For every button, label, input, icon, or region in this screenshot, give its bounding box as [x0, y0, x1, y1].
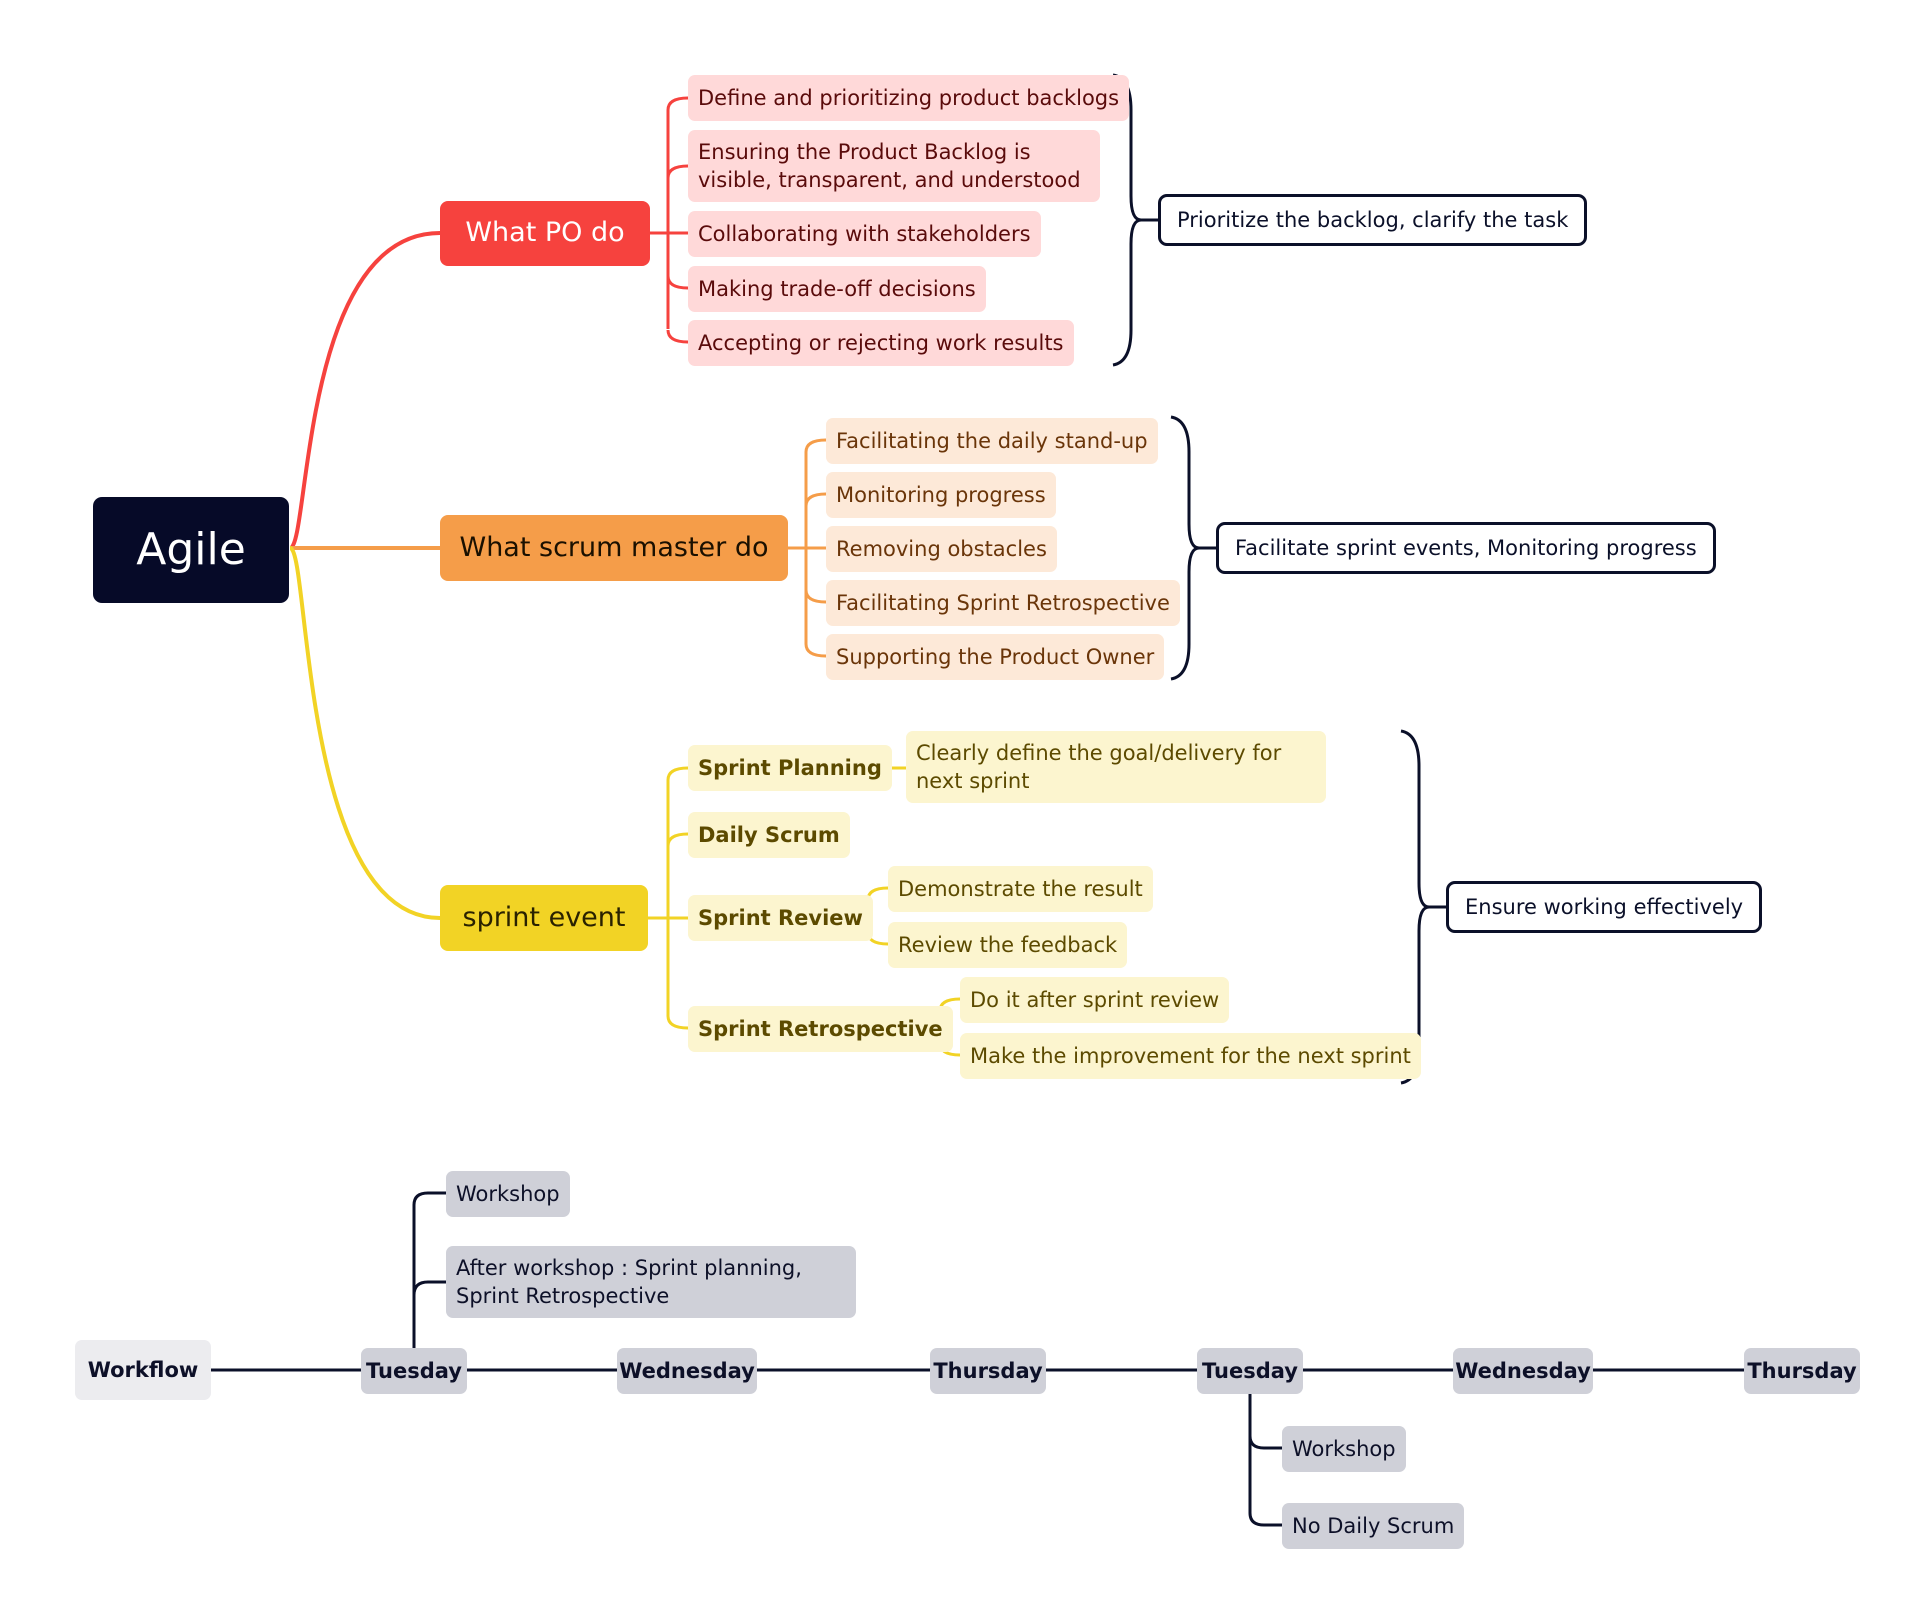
workflow-note-after-workshop-label: After workshop : Sprint planning, Sprint… — [456, 1255, 802, 1308]
workflow-note-workshop-1-label: Workshop — [456, 1181, 560, 1206]
workflow-note-workshop-2-label: Workshop — [1292, 1436, 1396, 1461]
workflow-day-1[interactable]: Tuesday — [361, 1348, 467, 1394]
po-summary[interactable]: Prioritize the backlog, clarify the task — [1158, 194, 1588, 246]
po-item-1[interactable]: Define and prioritizing product backlogs — [688, 75, 1130, 121]
workflow-day-5-label: Wednesday — [1455, 1358, 1591, 1383]
sm-item-3[interactable]: Removing obstacles — [826, 526, 1057, 572]
sm-item-1[interactable]: Facilitating the daily stand-up — [826, 418, 1158, 464]
event-sprint-review[interactable]: Sprint Review — [688, 895, 873, 941]
event-sprint-retro-detail-2-label: Make the improvement for the next sprint — [970, 1043, 1411, 1068]
sm-summary-label: Facilitate sprint events, Monitoring pro… — [1235, 535, 1697, 560]
sm-item-4[interactable]: Facilitating Sprint Retrospective — [826, 580, 1180, 626]
event-sprint-planning[interactable]: Sprint Planning — [688, 745, 892, 791]
workflow-day-3-label: Thursday — [933, 1358, 1043, 1383]
workflow-root-label: Workflow — [87, 1357, 199, 1382]
event-sprint-review-detail-1[interactable]: Demonstrate the result — [888, 866, 1153, 912]
workflow-day-4-label: Tuesday — [1202, 1358, 1298, 1383]
workflow-note-no-daily-scrum[interactable]: No Daily Scrum — [1282, 1503, 1465, 1549]
po-item-4-label: Making trade-off decisions — [698, 276, 976, 301]
topic-sm[interactable]: What scrum master do — [440, 515, 788, 581]
sm-item-2[interactable]: Monitoring progress — [826, 472, 1056, 518]
event-sprint-planning-detail-label: Clearly define the goal/delivery for nex… — [916, 740, 1282, 793]
workflow-day-3[interactable]: Thursday — [930, 1348, 1046, 1394]
workflow-root[interactable]: Workflow — [75, 1340, 211, 1400]
event-sprint-review-label: Sprint Review — [698, 905, 863, 930]
event-daily-scrum[interactable]: Daily Scrum — [688, 812, 850, 858]
event-sprint-planning-label: Sprint Planning — [698, 755, 882, 780]
se-summary[interactable]: Ensure working effectively — [1446, 881, 1763, 933]
sm-item-1-label: Facilitating the daily stand-up — [836, 428, 1148, 453]
workflow-note-workshop-1[interactable]: Workshop — [446, 1171, 570, 1217]
po-item-2[interactable]: Ensuring the Product Backlog is visible,… — [688, 130, 1100, 202]
po-item-3-label: Collaborating with stakeholders — [698, 221, 1031, 246]
po-item-2-label: Ensuring the Product Backlog is visible,… — [698, 139, 1081, 192]
se-summary-label: Ensure working effectively — [1465, 894, 1744, 919]
event-sprint-retro-detail-1-label: Do it after sprint review — [970, 987, 1220, 1012]
workflow-note-no-daily-scrum-label: No Daily Scrum — [1292, 1513, 1455, 1538]
sm-item-2-label: Monitoring progress — [836, 482, 1046, 507]
topic-se[interactable]: sprint event — [440, 885, 648, 951]
topic-se-label: sprint event — [462, 901, 626, 933]
workflow-note-workshop-2[interactable]: Workshop — [1282, 1426, 1406, 1472]
po-summary-label: Prioritize the backlog, clarify the task — [1177, 207, 1569, 232]
po-item-5[interactable]: Accepting or rejecting work results — [688, 320, 1074, 366]
topic-po-label: What PO do — [465, 217, 625, 249]
event-sprint-retro-detail-1[interactable]: Do it after sprint review — [960, 977, 1230, 1023]
workflow-day-4[interactable]: Tuesday — [1197, 1348, 1303, 1394]
workflow-day-6[interactable]: Thursday — [1744, 1348, 1860, 1394]
workflow-day-6-label: Thursday — [1747, 1358, 1857, 1383]
po-item-5-label: Accepting or rejecting work results — [698, 330, 1064, 355]
sm-item-5-label: Supporting the Product Owner — [836, 644, 1155, 669]
sm-item-3-label: Removing obstacles — [836, 536, 1047, 561]
event-sprint-review-detail-2-label: Review the feedback — [898, 932, 1118, 957]
po-item-4[interactable]: Making trade-off decisions — [688, 266, 986, 312]
topic-sm-label: What scrum master do — [459, 531, 769, 563]
event-sprint-review-detail-2[interactable]: Review the feedback — [888, 922, 1128, 968]
sm-item-5[interactable]: Supporting the Product Owner — [826, 634, 1165, 680]
sm-item-4-label: Facilitating Sprint Retrospective — [836, 590, 1170, 615]
event-daily-scrum-label: Daily Scrum — [698, 822, 840, 847]
po-item-1-label: Define and prioritizing product backlogs — [698, 85, 1120, 110]
topic-po[interactable]: What PO do — [440, 201, 650, 266]
event-sprint-review-detail-1-label: Demonstrate the result — [898, 876, 1143, 901]
workflow-day-1-label: Tuesday — [366, 1358, 462, 1383]
workflow-day-2[interactable]: Wednesday — [617, 1348, 757, 1394]
event-sprint-retro-detail-2[interactable]: Make the improvement for the next sprint — [960, 1033, 1421, 1079]
root-node[interactable]: Agile — [93, 497, 289, 603]
workflow-day-2-label: Wednesday — [619, 1358, 755, 1383]
event-sprint-retrospective[interactable]: Sprint Retrospective — [688, 1006, 953, 1052]
po-item-3[interactable]: Collaborating with stakeholders — [688, 211, 1041, 257]
event-sprint-planning-detail[interactable]: Clearly define the goal/delivery for nex… — [906, 731, 1326, 803]
workflow-day-5[interactable]: Wednesday — [1453, 1348, 1593, 1394]
workflow-note-after-workshop[interactable]: After workshop : Sprint planning, Sprint… — [446, 1246, 856, 1318]
event-sprint-retrospective-label: Sprint Retrospective — [698, 1016, 943, 1041]
root-label: Agile — [136, 524, 246, 576]
sm-summary[interactable]: Facilitate sprint events, Monitoring pro… — [1216, 522, 1716, 574]
